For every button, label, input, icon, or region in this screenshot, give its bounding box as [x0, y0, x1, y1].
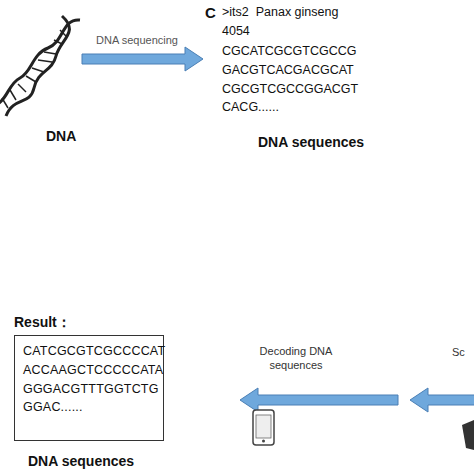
- process-arrow: [240, 388, 398, 412]
- part-label: DNA sequences: [258, 134, 398, 152]
- sequence-id: 4054: [222, 24, 302, 40]
- step-label: Sc: [452, 346, 474, 360]
- dna-helix: [0, 16, 80, 116]
- sequence-text: CGCATCGCGTCGCCG GACGTCACGACGCAT CGCGTCGC…: [222, 42, 358, 117]
- device-icon: [462, 420, 474, 450]
- sequence-text: CATCGCGTCGCCCCAT ACCAAGCTCCCCCATA GGGACG…: [15, 336, 163, 423]
- sequence-header: >its2 Panax ginseng: [222, 5, 422, 21]
- part-label: DNA sequences: [28, 453, 168, 471]
- part-label: DNA: [46, 128, 106, 146]
- process-arrow: [410, 388, 474, 412]
- box-heading: Result：: [14, 314, 71, 332]
- process-arrow: [82, 47, 203, 71]
- step-label: Decoding DNA sequences: [256, 345, 336, 373]
- step-label: DNA sequencing: [96, 34, 206, 48]
- phone-icon: [253, 410, 274, 445]
- result-box: Result：CATCGCGTCGCCCCAT ACCAAGCTCCCCCATA…: [14, 335, 164, 441]
